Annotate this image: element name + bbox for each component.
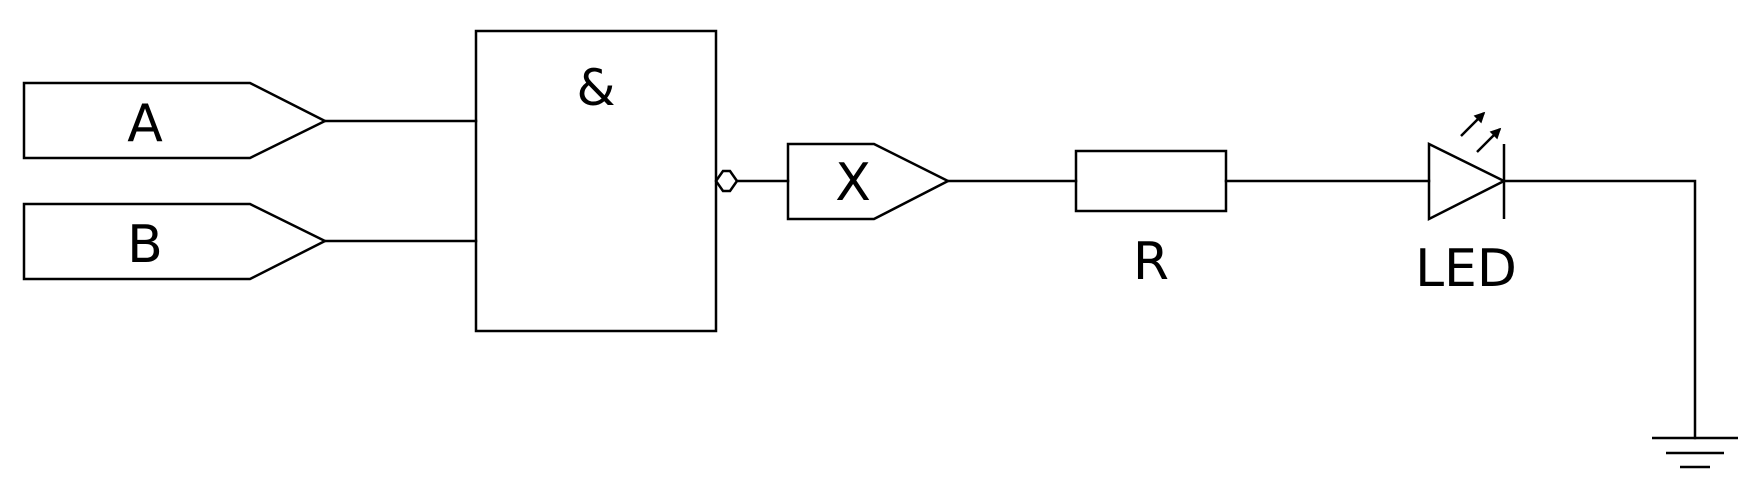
led-label: LED [1415, 239, 1517, 299]
nand-gate: & [474, 29, 739, 333]
light-emission-arrows [1460, 111, 1502, 153]
gate-symbol: & [577, 59, 616, 117]
led: LED [1415, 111, 1517, 299]
input-terminal-a: A [22, 81, 328, 160]
input-b-label: B [127, 215, 163, 275]
input-terminal-b: B [22, 202, 328, 281]
output-x-label: X [835, 153, 871, 213]
resistor: R [1074, 149, 1228, 292]
inversion-bubble [714, 169, 739, 193]
output-terminal-x: X [786, 142, 951, 221]
resistor-label: R [1133, 232, 1169, 292]
wire-led-to-ground [1502, 179, 1697, 440]
input-a-label: A [127, 94, 163, 154]
ground-symbol [1652, 436, 1738, 469]
